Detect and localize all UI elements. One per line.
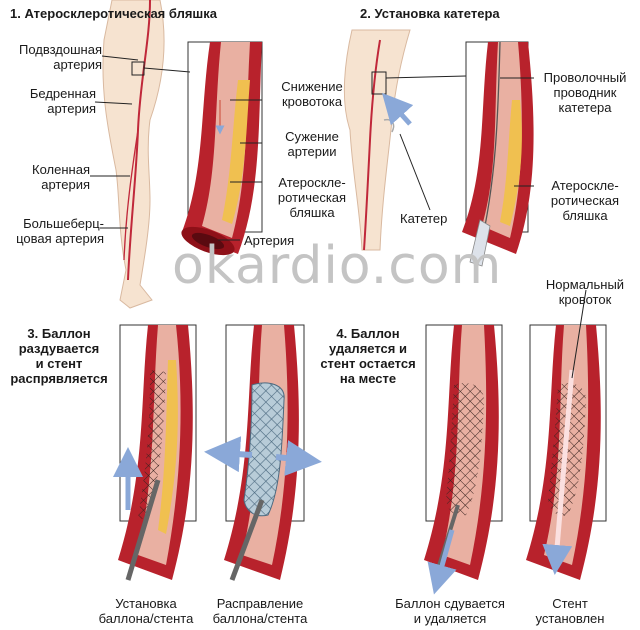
label-plaque-2: Атероскле- ротическая бляшка	[550, 178, 620, 223]
leader-lines-inset-1	[218, 99, 262, 241]
vessel-artery-1	[181, 42, 262, 256]
leader-lines-1	[90, 55, 139, 229]
caption-expansion: Расправление баллона/стента	[212, 596, 308, 626]
label-normal-flow: Нормальный кровоток	[545, 277, 625, 307]
label-tibial-artery: Большеберц- цовая артерия	[16, 216, 104, 246]
label-plaque-1: Атероскле- ротическая бляшка	[277, 175, 347, 220]
panel1-title: 1. Атеросклеротическая бляшка	[10, 6, 217, 21]
vessel-artery-4a	[424, 325, 499, 595]
label-femoral-artery: Бедренная артерия	[29, 86, 96, 116]
panel2-title: 2. Установка катетера	[360, 6, 500, 21]
label-artery: Артерия	[244, 233, 295, 248]
vessel-artery-3a	[113, 325, 193, 581]
leg-illustration-1	[102, 0, 191, 309]
vessel-artery-4b	[526, 289, 601, 580]
panel4-title: 4. Баллон удаляется и стент остается на …	[320, 326, 416, 386]
leader-lines-inset-2	[500, 77, 534, 187]
caption-deflate: Баллон сдувается и удаляется	[395, 596, 505, 626]
label-iliac-artery: Подвздошная артерия	[18, 42, 102, 72]
leg-illustration-2	[343, 29, 467, 251]
label-guidewire: Проволочный проводник катетера	[543, 70, 627, 115]
label-popliteal-artery: Коленная артерия	[32, 162, 90, 192]
vessel-artery-2	[462, 41, 534, 267]
vessel-artery-3b	[204, 325, 322, 581]
label-flow-reduction: Снижение кровотока	[281, 79, 343, 109]
caption-installed: Стент установлен	[535, 596, 605, 626]
watermark: okardio.com	[172, 236, 503, 296]
label-narrowing: Сужение артерии	[285, 129, 339, 159]
caption-placement: Установка баллона/стента	[98, 596, 194, 626]
label-catheter: Катетер	[400, 211, 448, 226]
panel3-title: 3. Баллон раздувается и стент распрявляе…	[10, 326, 108, 386]
